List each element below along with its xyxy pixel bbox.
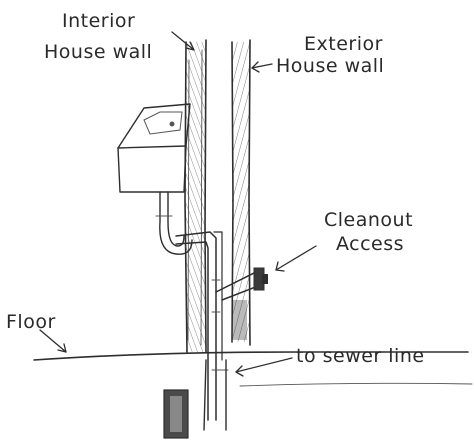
interior-wall [184,39,207,353]
exterior-wall-label-line1: Exterior [304,33,383,55]
exterior-wall-label-line2: House wall [276,55,384,77]
sewer-label: to sewer line [296,345,425,367]
floor-label: Floor [6,311,56,333]
floor-line [33,351,473,387]
sewer-pipe [163,359,227,439]
cleanout-label-line2: Access [336,233,404,255]
drain-pipe [175,231,229,421]
cleanout-branch [215,267,268,301]
interior-wall-label-line1: Interior [62,10,135,32]
interior-wall-label-line2: House wall [44,41,152,63]
sink [117,103,193,255]
leader-arrows [39,31,317,377]
exterior-wall [231,39,251,346]
cleanout-label-line1: Cleanout [324,209,413,231]
